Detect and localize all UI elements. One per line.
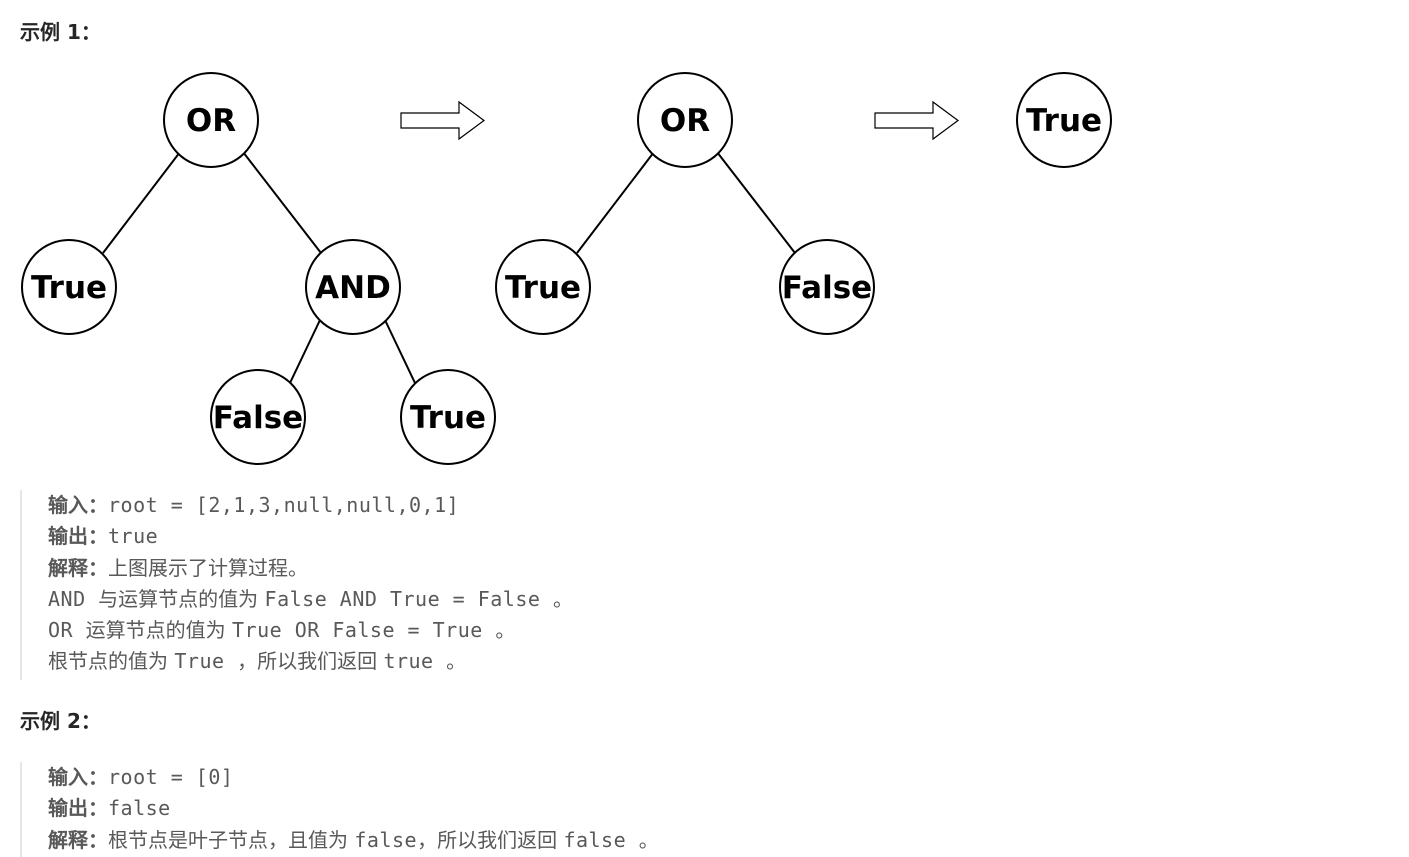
output-value: false	[108, 796, 171, 821]
text-span: 运算节点的值为	[85, 618, 232, 643]
explain-label: 解释：	[48, 555, 108, 580]
input-label: 输入：	[48, 765, 108, 789]
node-label: True	[1026, 103, 1102, 139]
tree3-root-node: True	[1016, 72, 1112, 168]
code-span: AND	[48, 586, 99, 611]
tree2-left-node: True	[495, 239, 591, 335]
input-value: root = [0]	[108, 765, 234, 789]
tree1-root-node: OR	[163, 72, 259, 168]
code-span: False AND True = False	[264, 586, 553, 611]
input-line: 输入：root = [0]	[48, 762, 659, 793]
example-2-heading: 示例 2：	[20, 709, 101, 733]
code-span: True	[174, 649, 238, 674]
explain-or-line: OR 运算节点的值为 True OR False = True 。	[48, 615, 573, 646]
code-span: True OR False = True	[231, 618, 496, 643]
output-label: 输出：	[48, 524, 108, 549]
example-2-block: 输入：root = [0] 输出：false 解释：根节点是叶子节点，且值为 f…	[20, 762, 659, 857]
node-label: OR	[660, 103, 710, 139]
explain-text: 上图展示了计算过程。	[108, 555, 308, 580]
node-label: False	[213, 400, 303, 436]
text-span: 根节点的值为	[48, 649, 175, 674]
code-span: OR	[48, 618, 86, 643]
text-span: 根节点是叶子节点，且值为	[108, 827, 355, 852]
node-label: True	[505, 270, 581, 306]
text-span: 。	[495, 618, 516, 643]
output-line: 输出：false	[48, 793, 659, 824]
example-1-block: 输入：root = [2,1,3,null,null,0,1] 输出：true …	[20, 490, 573, 680]
node-label: True	[410, 400, 486, 436]
arrow-right-icon	[400, 100, 486, 141]
arrow-right-icon	[874, 100, 960, 141]
explain-line: 解释：根节点是叶子节点，且值为 false，所以我们返回 false 。	[48, 825, 659, 856]
example-1-heading: 示例 1：	[20, 20, 101, 44]
explain-root-line: 根节点的值为 True ，所以我们返回 true 。	[48, 646, 573, 677]
output-label: 输出：	[48, 796, 108, 821]
explain-label: 解释：	[48, 827, 108, 852]
explain-line: 解释：上图展示了计算过程。	[48, 553, 573, 584]
tree1-and-right-node: True	[400, 369, 496, 465]
tree1-left-node: True	[21, 239, 117, 335]
node-label: AND	[315, 270, 391, 306]
tree-evaluation-diagram: OR True AND False True OR True False Tru…	[21, 72, 1112, 465]
explain-and-line: AND 与运算节点的值为 False AND True = False 。	[48, 584, 573, 615]
text-span: 。	[446, 649, 467, 674]
tree1-and-left-node: False	[210, 369, 306, 465]
tree2-right-node: False	[779, 239, 875, 335]
input-label: 输入：	[48, 493, 108, 517]
code-span: true	[383, 649, 447, 674]
tree1-right-node: AND	[305, 239, 401, 335]
text-span: ，所以我们返回	[237, 649, 384, 674]
tree2-root-node: OR	[637, 72, 733, 168]
node-label: True	[31, 270, 107, 306]
output-value: true	[108, 524, 159, 549]
code-span: false	[563, 827, 639, 852]
text-span: ，所以我们返回	[417, 827, 564, 852]
output-line: 输出：true	[48, 521, 573, 552]
input-value: root = [2,1,3,null,null,0,1]	[108, 493, 460, 517]
text-span: 。	[552, 586, 573, 611]
input-line: 输入：root = [2,1,3,null,null,0,1]	[48, 490, 573, 521]
node-label: OR	[186, 103, 236, 139]
explain-text: 根节点是叶子节点，且值为 false，所以我们返回 false 。	[108, 828, 659, 852]
text-span: 与运算节点的值为	[98, 586, 265, 611]
node-label: False	[782, 270, 872, 306]
code-span: false	[354, 827, 418, 852]
text-span: 。	[638, 827, 659, 852]
